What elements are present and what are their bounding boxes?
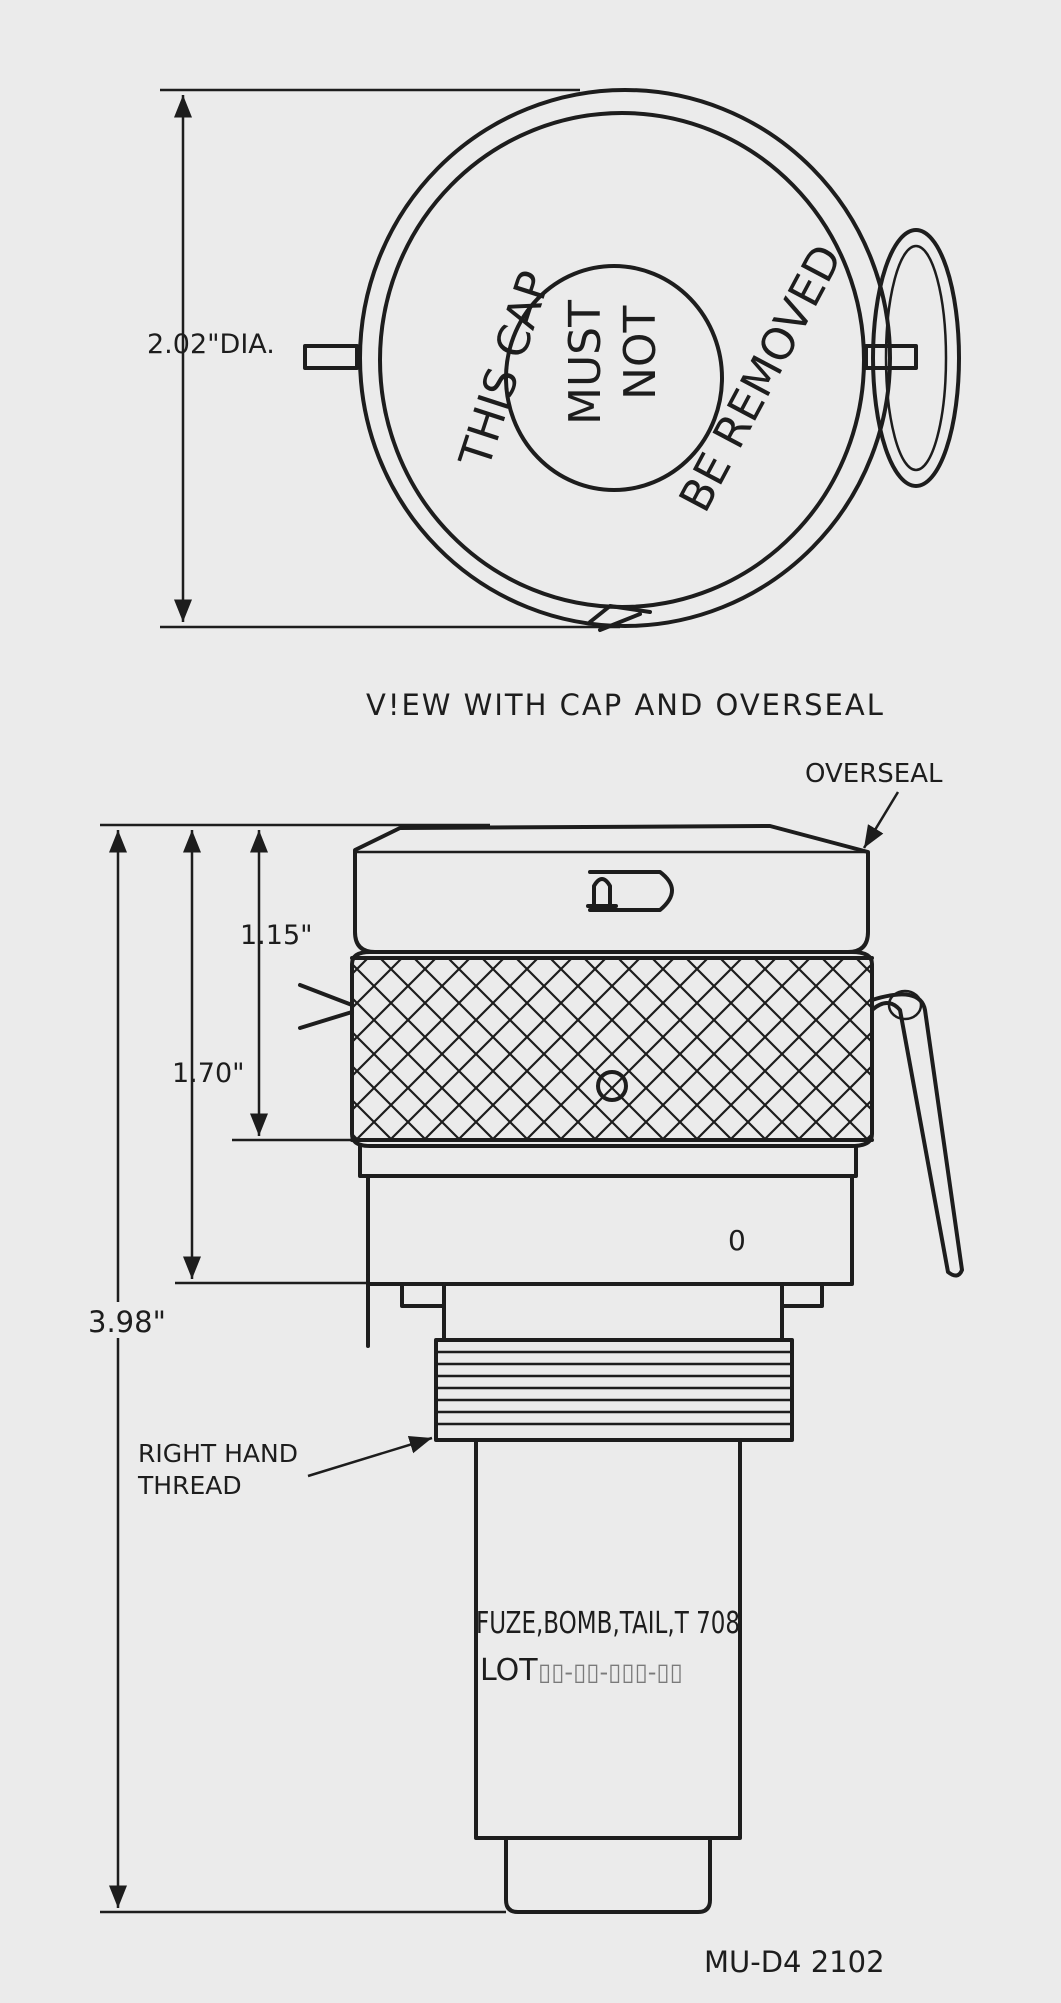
pull-ring-inner [884,244,948,472]
cap-seam [588,604,652,632]
dim-label-170: 1.70" [172,1058,245,1089]
nut-right [780,1282,824,1308]
ring-collar [358,1144,858,1178]
pull-ring-side [870,992,964,1278]
knurl-hole [596,1070,628,1102]
diameter-label: 2.02"DIA. [147,329,275,360]
fuze-shank [474,1438,742,1840]
cap-pin-right [864,344,918,370]
dim-label-398: 3.98" [88,1305,166,1339]
overseal-slot [588,870,674,912]
overseal-tab [586,877,618,908]
dim-label-115: 1.15" [240,920,313,951]
cap-pin-left [303,344,359,370]
cap-outer-ring [358,88,892,628]
lot-number-faint: ▯▯-▯▯-▯▯▯-▯▯ [538,1658,683,1686]
safety-wire-left [298,983,354,1030]
thread-lines [436,1350,792,1426]
view-caption: V!EW WITH CAP AND OVERSEAL [366,688,885,722]
fuze-neck [442,1282,784,1342]
cap-text-this-cap: THIS CAP [450,265,561,474]
right-hand-label-1: RIGHT HAND [138,1439,298,1468]
figure-number: MU-D4 2102 [704,1945,885,1979]
fuze-bottom-plug [504,1836,712,1914]
dim-label-398-bg [84,1302,168,1338]
fuze-body [366,1174,854,1286]
nut-left [400,1282,446,1308]
thread-leader [307,1435,433,1478]
thread [434,1338,794,1442]
cap-text-must: MUST [560,300,611,425]
pull-ring-eye [887,989,923,1021]
pull-ring-icon [871,228,961,488]
body-mark: 0 [728,1224,746,1257]
knurl-pattern [352,958,872,1140]
cap-center-disc [504,264,724,492]
lot-marking: LOT ▯▯-▯▯-▯▯▯-▯▯ [480,1653,683,1688]
side-view: OVERSEAL 0 RIGHT H [84,759,964,1914]
top-view: 2.02"DIA. THIS CAP MUST NOT BE REMOVED [147,88,961,632]
fuze-marking: FUZE,BOMB,TAIL,T 708 [476,1606,740,1641]
overseal-label: OVERSEAL [805,759,943,789]
cap-text-be-removed: BE REMOVED [670,237,853,520]
right-hand-label-2: THREAD [137,1471,242,1500]
overseal-leader [862,791,900,849]
lot-label: LOT [480,1653,538,1688]
cap-text-not: NOT [615,305,666,400]
